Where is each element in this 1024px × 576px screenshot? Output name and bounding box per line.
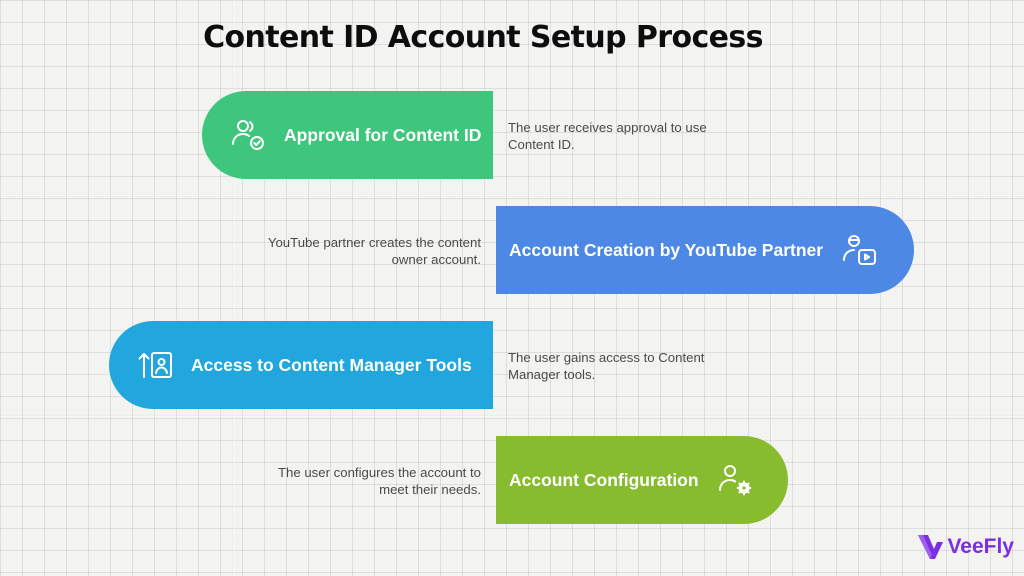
users-check-icon — [228, 114, 270, 156]
step-label: Approval for Content ID — [284, 124, 482, 145]
step-account-configuration: Account Configuration — [496, 436, 788, 524]
step-description: The user gains access to Content Manager… — [508, 350, 705, 382]
brand-logo: VeeFly — [915, 532, 1014, 562]
step-approval-for-content-id: Approval for Content ID — [202, 91, 493, 179]
user-gear-icon — [715, 459, 757, 501]
step-label: Account Configuration — [509, 469, 699, 490]
step-account-creation: Account Creation by YouTube Partner — [496, 206, 914, 294]
step-label: Account Creation by YouTube Partner — [509, 239, 824, 260]
step-description: The user configures the account to meet … — [277, 465, 481, 497]
access-upload-icon — [135, 344, 177, 386]
brand-name: VeeFly — [947, 535, 1014, 558]
user-video-icon — [839, 229, 881, 271]
step-label: Access to Content Manager Tools — [191, 354, 472, 375]
step-description: The user receives approval to use Conten… — [508, 120, 707, 152]
page-title: Content ID Account Setup Process — [203, 20, 763, 55]
step-description: YouTube partner creates the content owne… — [267, 235, 481, 267]
veefly-logo-icon — [918, 535, 944, 559]
step-access-to-content-manager-tools: Access to Content Manager Tools — [109, 321, 493, 409]
